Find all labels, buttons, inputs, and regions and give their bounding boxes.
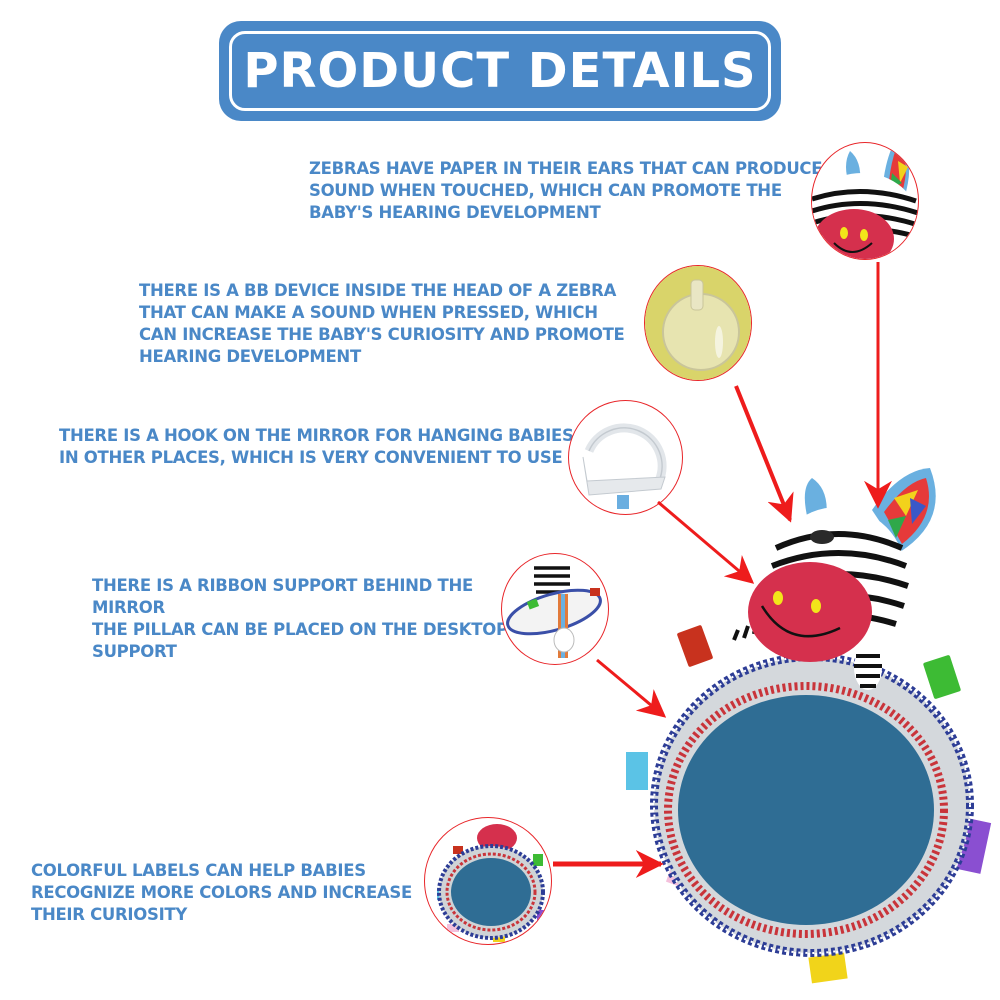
mirror-rim xyxy=(654,657,970,953)
feature-text-bb-device: THERE IS A BB DEVICE INSIDE THE HEAD OF … xyxy=(139,281,625,366)
feature-text-ear-paper: ZEBRAS HAVE PAPER IN THEIR EARS THAT CAN… xyxy=(309,159,823,222)
tag-green xyxy=(923,655,961,699)
zebra-eyes xyxy=(810,530,834,544)
tag-blue xyxy=(626,752,648,790)
tag-pink xyxy=(665,864,705,894)
product-details-banner: PRODUCT DETAILS xyxy=(219,21,781,121)
page-title: PRODUCT DETAILS xyxy=(243,43,757,99)
mirror-back-icon xyxy=(506,558,602,658)
zebra-arm-left xyxy=(728,621,768,651)
zebra-smile xyxy=(760,605,841,638)
arrow-ribbon-support xyxy=(596,658,667,718)
feature-text-ribbon-support: THERE IS A RIBBON SUPPORT BEHIND THE MIR… xyxy=(92,576,508,661)
mirror-red-stripe xyxy=(664,682,948,938)
banner-inner-frame: PRODUCT DETAILS xyxy=(229,31,771,111)
tag-purple xyxy=(956,818,992,874)
thumb-bb-device xyxy=(644,265,752,381)
zebra-head xyxy=(770,507,906,643)
zebra-snout xyxy=(748,562,872,662)
thumb-ribbon-support xyxy=(501,553,609,665)
zebra-nostril-left xyxy=(773,591,783,605)
arrow-bb-device xyxy=(734,385,794,523)
zebra-ear-right xyxy=(872,468,936,552)
feature-text-colorful-labels: COLORFUL LABELS CAN HELP BABIES RECOGNIZ… xyxy=(31,861,412,924)
mirror-front-small-icon xyxy=(437,824,547,942)
squeaker-device-icon xyxy=(645,266,751,380)
feature-text-hook: THERE IS A HOOK ON THE MIRROR FOR HANGIN… xyxy=(59,426,574,467)
thumb-hook xyxy=(568,400,683,515)
thumb-zebra-ear xyxy=(811,142,919,260)
zebra-ear-closeup-icon xyxy=(812,143,918,259)
tag-red xyxy=(677,625,713,667)
thumb-colorful-labels xyxy=(424,817,552,945)
mirror-surface xyxy=(678,695,934,925)
zebra-arm-right xyxy=(854,646,882,690)
tag-yellow xyxy=(808,952,848,984)
arrow-hook xyxy=(657,500,755,584)
zebra-nostril-right xyxy=(811,599,821,613)
hook-ring-icon xyxy=(582,423,667,509)
mirror-blue-stripe xyxy=(650,653,974,957)
zebra-ear-left xyxy=(804,478,827,520)
